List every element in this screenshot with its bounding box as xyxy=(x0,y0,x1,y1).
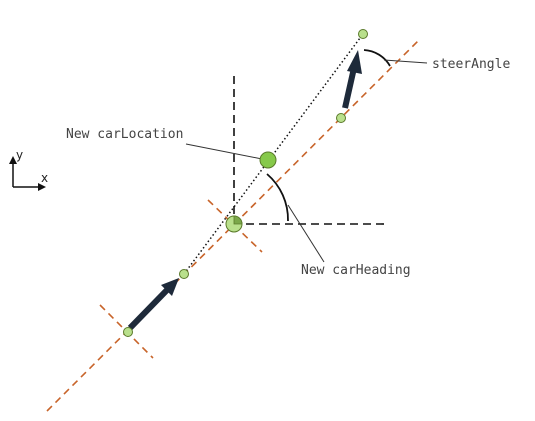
heading-angle-arc xyxy=(266,173,289,222)
new-heading-leader xyxy=(287,204,325,263)
axes-indicator: y x xyxy=(9,148,48,191)
front-wheel-point xyxy=(336,113,346,123)
y-axis-label: y xyxy=(16,148,23,162)
x-axis-label: x xyxy=(41,171,48,185)
new-car-location-point xyxy=(259,151,277,169)
new-car-location-label: New carLocation xyxy=(66,127,183,142)
top-point xyxy=(358,29,368,39)
front-heading-arrow xyxy=(342,50,362,109)
steer-angle-leader xyxy=(383,59,428,64)
rear-heading-arrow xyxy=(127,278,179,331)
new-location-leader xyxy=(185,143,263,160)
lower-chord-point xyxy=(179,269,189,279)
center-point xyxy=(225,215,243,233)
new-car-heading-label: New carHeading xyxy=(301,263,411,278)
steer-angle-arc xyxy=(363,49,391,67)
orange-dashed-line xyxy=(46,40,419,412)
rear-wheel-point xyxy=(123,327,133,337)
steer-angle-label: steerAngle xyxy=(432,57,510,72)
